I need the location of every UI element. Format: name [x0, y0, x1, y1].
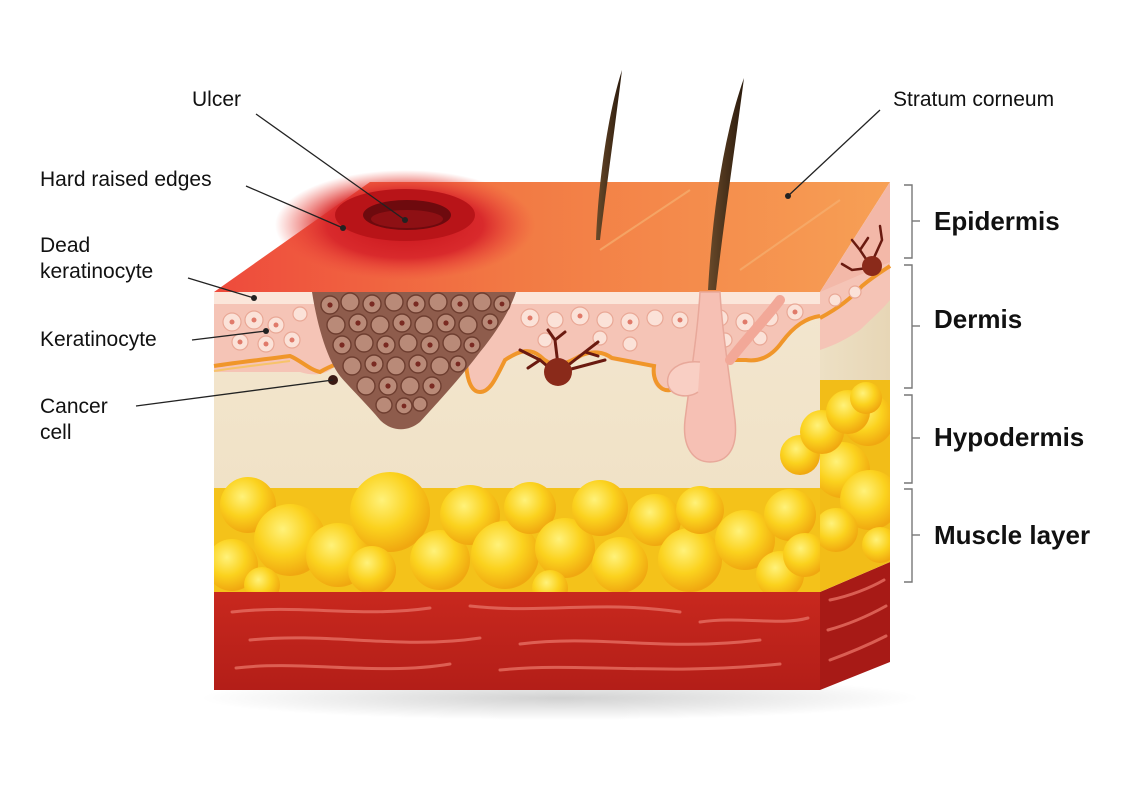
fat-lobules-edge: [780, 382, 882, 475]
layer-label-muscle: Muscle layer: [934, 520, 1090, 550]
muscle-layer: [214, 562, 890, 690]
label-dead-keratinocyte-line2: keratinocyte: [40, 260, 153, 283]
keratinocyte-nuclei: [229, 309, 798, 347]
leader-lines: [135, 109, 881, 407]
hair-follicle: [666, 291, 785, 463]
label-cancer-cell-line1: Cancer: [40, 395, 108, 418]
melanocyte: [518, 328, 607, 386]
label-hard-raised-edges: Hard raised edges: [40, 168, 212, 191]
layer-label-hypodermis: Hypodermis: [934, 422, 1084, 452]
epidermal-band-side: [819, 262, 892, 350]
fat-lobules: [214, 472, 820, 592]
layer-label-dermis: Dermis: [934, 304, 1022, 334]
tumor-mass: [312, 292, 516, 430]
layer-label-epidermis: Epidermis: [934, 206, 1060, 236]
melanocyte-side: [840, 224, 884, 276]
layer-braces: [904, 184, 920, 583]
label-cancer-cell-line2: cell: [40, 421, 72, 444]
label-ulcer: Ulcer: [192, 88, 241, 111]
label-stratum-corneum: Stratum corneum: [893, 88, 1054, 111]
label-keratinocyte: Keratinocyte: [40, 328, 157, 351]
hairs: [596, 70, 744, 290]
label-dead-keratinocyte-line1: Dead: [40, 234, 90, 257]
